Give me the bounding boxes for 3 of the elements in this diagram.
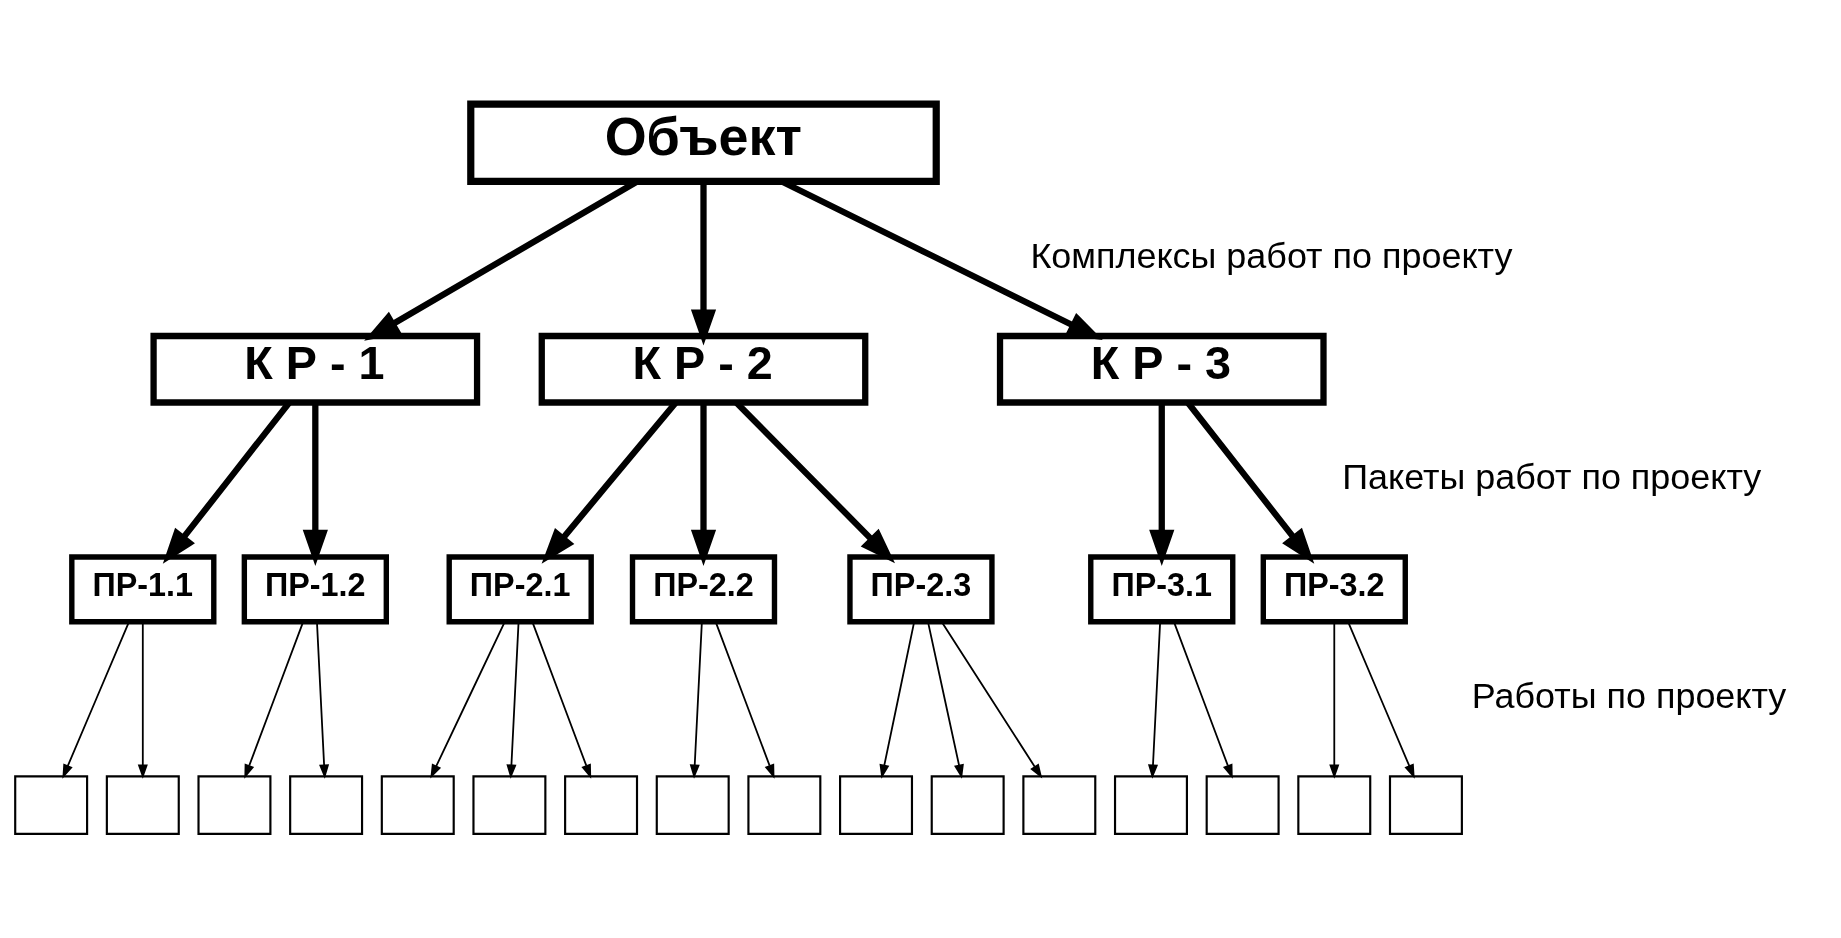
label: Работы по проекту (1471, 675, 1787, 717)
label: Комплексы работ по проекту (1030, 234, 1513, 276)
label: Пакеты работ по проекту (1342, 455, 1762, 497)
